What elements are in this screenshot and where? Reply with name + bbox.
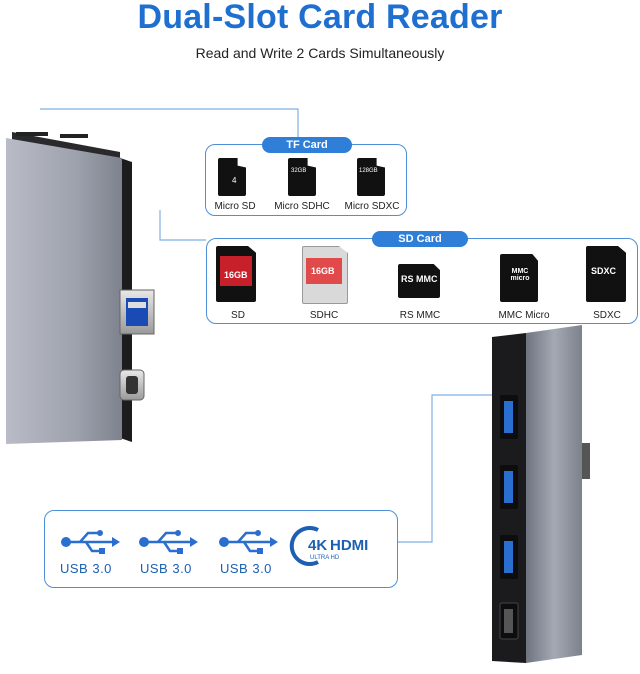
rs-mmc-card-print: RS MMC — [401, 274, 438, 284]
micro-sdxc-label: Micro SDXC — [344, 201, 400, 212]
usb-port-label-1: USB 3.0 — [60, 561, 112, 576]
tf-card-label: TF Card — [262, 137, 352, 153]
mmc-micro-card — [500, 254, 538, 302]
micro-sd-label: Micro SD — [214, 201, 256, 212]
card-reader-device-side — [6, 132, 155, 444]
page-subtitle: Read and Write 2 Cards Simultaneously — [195, 45, 445, 61]
sdhc-card-face — [306, 258, 342, 284]
sd-card-print: 16GB — [224, 270, 248, 280]
usb-port-label-2: USB 3.0 — [140, 561, 192, 576]
micro-sd-card-print: 4 — [232, 176, 237, 185]
sd-label: SD — [231, 310, 245, 321]
rs-mmc-card — [398, 264, 440, 298]
usb-icon-2 — [139, 530, 198, 554]
sdhc-card-print: 16GB — [311, 266, 335, 276]
mmc-micro-card-print: MMC micro — [510, 268, 530, 282]
sdhc-label: SDHC — [309, 310, 339, 321]
hdmi-text: HDMI — [330, 537, 369, 554]
hdmi-4k-text: 4K — [308, 537, 328, 554]
rs-mmc-label: RS MMC — [399, 310, 441, 321]
usb-icon-3 — [219, 530, 278, 554]
page-title: Dual-Slot Card Reader — [137, 0, 503, 36]
usb-icon-1 — [61, 530, 120, 554]
card-reader-device-front — [492, 325, 590, 663]
usb-port-label-3: USB 3.0 — [220, 561, 272, 576]
micro-sdxc-card-print: 128GB — [359, 168, 378, 174]
micro-sdhc-label: Micro SDHC — [274, 201, 330, 212]
sdxc-card-print: SDXC — [591, 266, 617, 276]
sd-card-face — [220, 256, 252, 286]
hdmi-ring-icon — [289, 526, 319, 566]
sdxc-card — [586, 246, 626, 302]
micro-sdhc-card-print: 32GB — [291, 168, 307, 174]
hdmi-ultra-hd-text: ULTRA HD — [310, 555, 340, 561]
mmc-micro-label: MMC Micro — [498, 310, 550, 321]
sd-card-label: SD Card — [372, 231, 468, 247]
sdxc-label: SDXC — [593, 310, 621, 321]
